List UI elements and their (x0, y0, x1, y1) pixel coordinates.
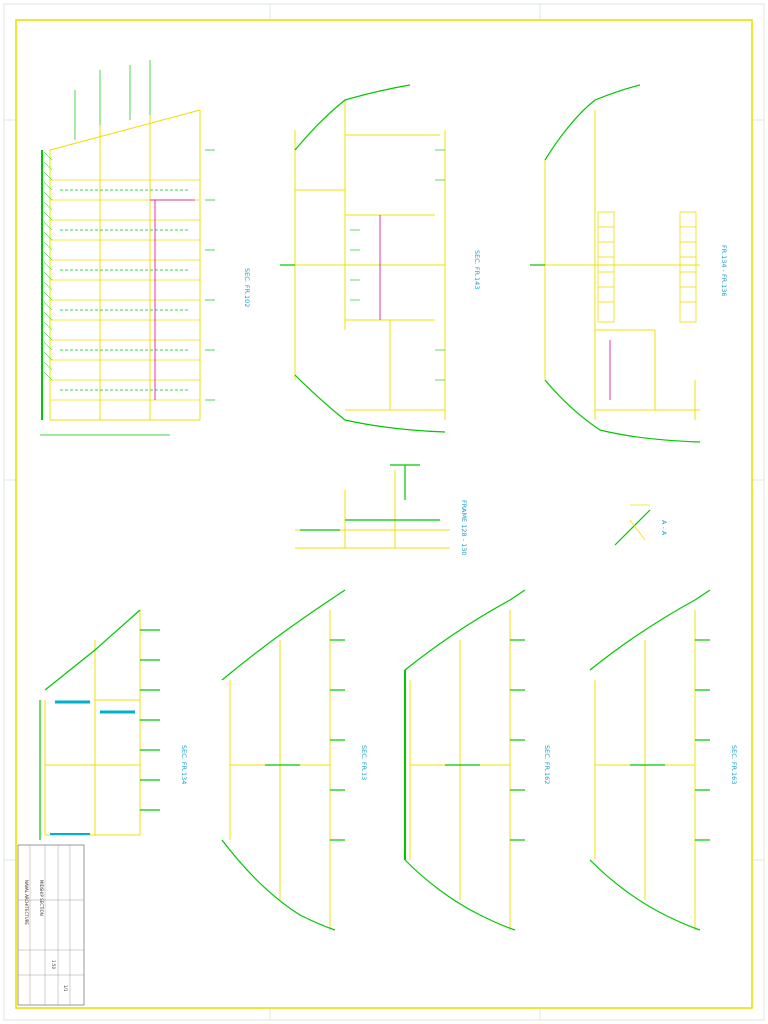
view-section-1: SEC. FR.102 (40, 60, 251, 436)
title-block-sheet-no: 1/1 (63, 985, 68, 992)
view-detail-4: FRAME 128 - 130 (295, 464, 468, 556)
view-title-6: SEC. FR.13 (360, 745, 368, 780)
view-section-5: SEC. FR.134 (39, 609, 188, 840)
frame-ticks (4, 4, 764, 1020)
view-section-8: SEC. FR.163 (589, 589, 738, 931)
view-section-3: FR.134 - FR.136 (530, 84, 728, 443)
title-block-scale: 1:50 (51, 960, 56, 969)
view-section-6: SEC. FR.13 (221, 589, 368, 931)
sheet-frame (15, 19, 753, 1009)
view-title-3: FR.134 - FR.136 (720, 245, 728, 296)
view-title-1: SEC. FR.102 (243, 268, 251, 307)
view-section-2: SEC. FR.143 (280, 84, 481, 433)
view-title-8: SEC. FR.163 (730, 745, 738, 784)
view-title-4: FRAME 128 - 130 (460, 500, 468, 556)
title-block: NAVAL ARCHITECTURE MIDSHIP SECTION 1:50 … (17, 844, 85, 1006)
title-block-project: NAVAL ARCHITECTURE (24, 880, 29, 925)
view-section-7: SEC. FR.162 (404, 589, 551, 931)
sheet-outer-border (3, 3, 765, 1021)
view-title-5: SEC. FR.134 (180, 745, 188, 784)
title-block-drawing: MIDSHIP SECTION (39, 880, 44, 916)
view-title-7: SEC. FR.162 (543, 745, 551, 784)
view-title-2: SEC. FR.143 (473, 250, 481, 289)
view-detail-9: A - A (614, 504, 668, 546)
view-title-9: A - A (660, 520, 668, 536)
